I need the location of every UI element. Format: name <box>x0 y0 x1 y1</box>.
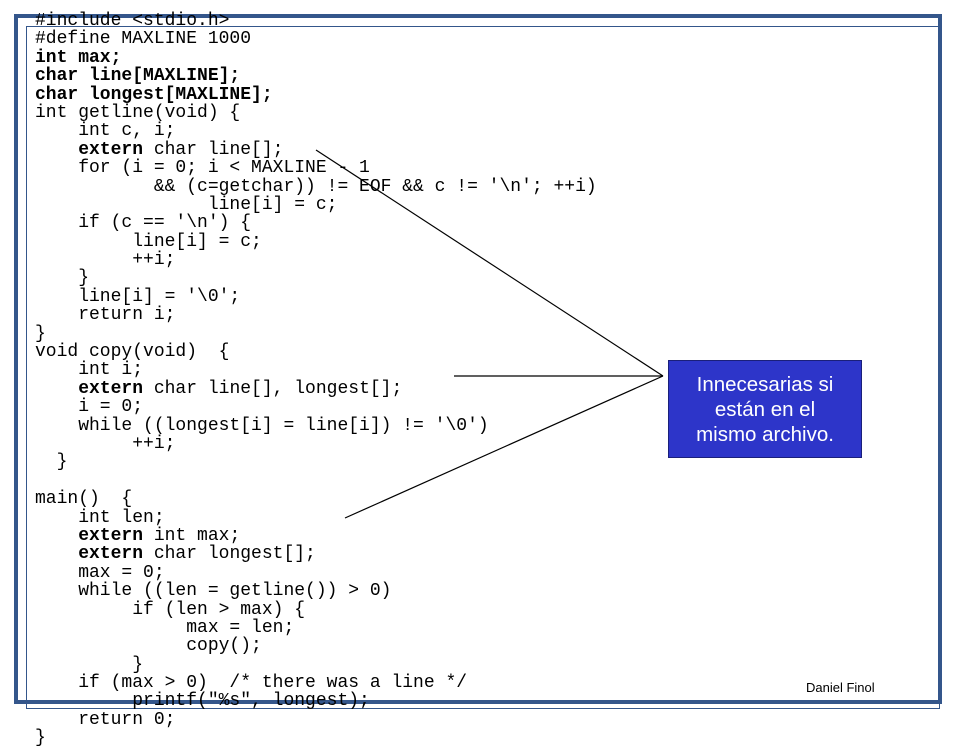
code-line: max = len; <box>35 619 597 637</box>
code-line: int max; <box>35 49 597 67</box>
code-line: char line[MAXLINE]; <box>35 67 597 85</box>
code-line: extern char line[]; <box>35 141 597 159</box>
code-line: void copy(void) { <box>35 343 597 361</box>
code-text: while ((len = getline()) > 0) <box>35 581 392 602</box>
code-text: int c, i; <box>35 121 176 142</box>
code-text: main() { <box>35 489 133 510</box>
code-text: int i; <box>35 360 144 381</box>
code-text: #include <stdio.h> <box>35 11 230 31</box>
code-text: for (i = 0; i < MAXLINE - 1 <box>35 158 370 179</box>
code-text: } <box>35 728 46 748</box>
code-line: extern char longest[]; <box>35 545 597 563</box>
code-text: void copy(void) { <box>35 342 230 363</box>
slide-inner-frame <box>26 26 940 709</box>
code-text: line[i] = '\0'; <box>35 286 241 307</box>
code-keyword-bold: char line[MAXLINE]; <box>35 66 241 87</box>
code-keyword-bold: extern <box>78 139 144 160</box>
code-line: printf("%s", longest); <box>35 692 597 710</box>
code-text: char line[], longest[]; <box>143 378 403 399</box>
code-text: max = 0; <box>35 562 165 583</box>
code-line: return i; <box>35 306 597 324</box>
code-keyword-bold: char longest[MAXLINE]; <box>35 84 273 105</box>
code-text <box>35 544 78 564</box>
code-keyword-bold: extern <box>78 378 144 399</box>
code-line: while ((longest[i] = line[i]) != '\0') <box>35 415 597 436</box>
code-line: extern char line[], longest[]; <box>35 380 597 398</box>
code-text: int len; <box>35 507 165 528</box>
code-text: } <box>35 654 144 675</box>
code-line: line[i] = c; <box>35 231 597 252</box>
code-line: int c, i; <box>35 122 597 140</box>
code-text <box>35 140 78 160</box>
code-line: } <box>35 453 597 471</box>
callout-box: Innecesarias si están en el mismo archiv… <box>668 360 862 458</box>
code-line: if (c == '\n') { <box>35 214 597 232</box>
code-line: main() { <box>35 490 597 508</box>
code-text: max = len; <box>35 617 295 638</box>
code-line: for (i = 0; i < MAXLINE - 1 <box>35 159 597 177</box>
code-line: char longest[MAXLINE]; <box>35 84 597 105</box>
code-text <box>35 526 78 546</box>
code-text: i = 0; <box>35 397 144 418</box>
code-text: if (c == '\n') { <box>35 213 252 234</box>
code-line: ++i; <box>35 435 597 453</box>
code-line: } <box>35 323 597 344</box>
code-text: ++i; <box>35 250 176 271</box>
code-text <box>35 379 78 399</box>
code-text: } <box>35 323 46 344</box>
code-text: char longest[]; <box>143 544 316 565</box>
code-line: ++i; <box>35 251 597 269</box>
code-line: && (c=getchar)) != EOF && c != '\n'; ++i… <box>35 176 597 197</box>
code-line: } <box>35 654 597 675</box>
code-text: if (max > 0) /* there was a line */ <box>35 673 468 694</box>
author-credit: Daniel Finol <box>806 680 875 695</box>
code-text: #define MAXLINE 1000 <box>35 29 252 50</box>
code-text: return i; <box>35 305 176 326</box>
code-keyword-bold: extern <box>78 544 144 565</box>
code-line: copy(); <box>35 637 597 655</box>
code-line: i = 0; <box>35 398 597 416</box>
code-line: } <box>35 729 597 747</box>
code-text: line[i] = c; <box>35 231 262 252</box>
code-text: ++i; <box>35 433 176 454</box>
code-text: char line[]; <box>143 139 284 160</box>
code-line: if (len > max) { <box>35 599 597 620</box>
code-keyword-bold: int max; <box>35 47 122 68</box>
code-line: int len; <box>35 507 597 528</box>
code-line: line[i] = c; <box>35 196 597 214</box>
code-text: && (c=getchar)) != EOF && c != '\n'; ++i… <box>35 176 597 197</box>
code-line: while ((len = getline()) > 0) <box>35 582 597 600</box>
code-text: } <box>35 452 68 473</box>
code-text: if (len > max) { <box>35 599 306 620</box>
code-text: } <box>35 268 90 289</box>
code-line: extern int max; <box>35 527 597 545</box>
callout-text-line-2: están en el <box>714 397 816 421</box>
code-text: copy(); <box>35 636 262 657</box>
code-line: #define MAXLINE 1000 <box>35 30 597 48</box>
code-line: #include <stdio.h> <box>35 12 597 30</box>
callout-text-line-3: mismo archivo. <box>696 422 834 446</box>
code-text: int getline(void) { <box>35 102 241 123</box>
code-line: return 0; <box>35 711 597 729</box>
code-line: int getline(void) { <box>35 104 597 122</box>
code-line: max = 0; <box>35 564 597 582</box>
code-line: } <box>35 269 597 287</box>
code-text: printf("%s", longest); <box>35 691 370 712</box>
code-keyword-bold: extern <box>78 525 144 546</box>
code-line <box>35 472 597 490</box>
code-line: int i; <box>35 361 597 379</box>
code-text: line[i] = c; <box>35 194 338 215</box>
code-text: int max; <box>143 525 241 546</box>
code-text: while ((longest[i] = line[i]) != '\0') <box>35 415 489 436</box>
slide-outer-frame <box>14 14 942 704</box>
callout-text-line-1: Innecesarias si <box>696 372 834 396</box>
code-line: line[i] = '\0'; <box>35 288 597 306</box>
code-line: if (max > 0) /* there was a line */ <box>35 674 597 692</box>
